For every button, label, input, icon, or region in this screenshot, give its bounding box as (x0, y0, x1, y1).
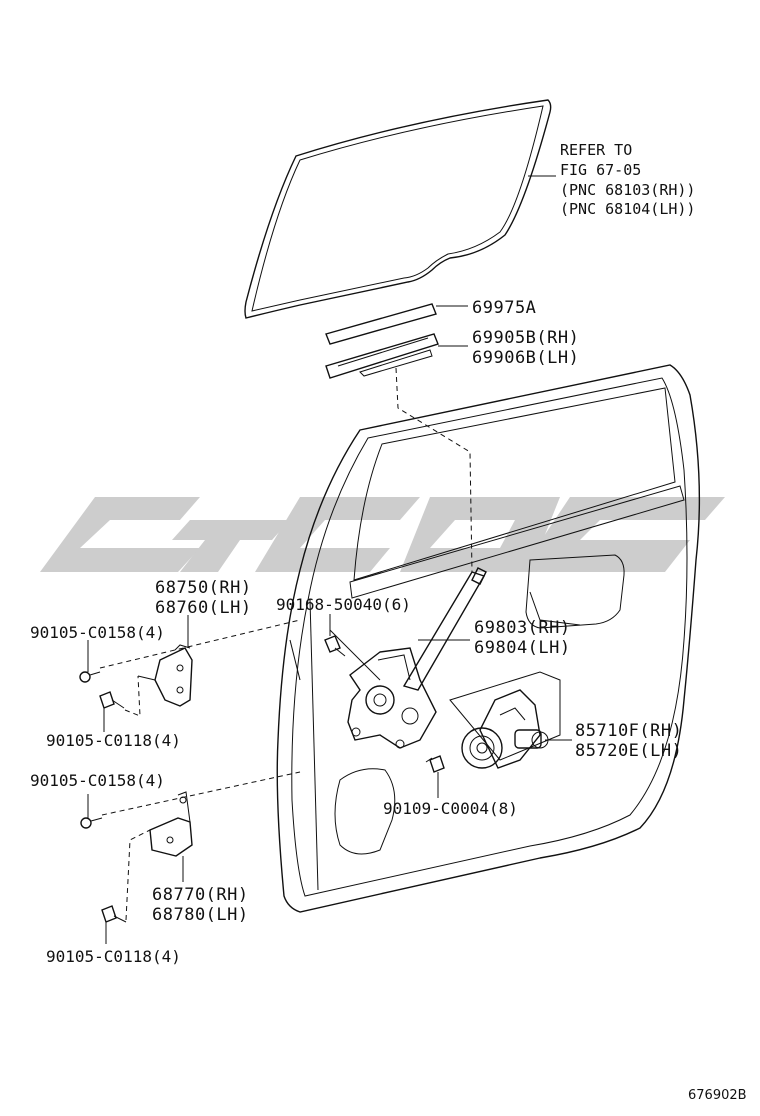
label-68750: 68750(RH) (155, 578, 252, 598)
bolt-lower-c0118 (101, 905, 127, 923)
run-channel-69905B (325, 333, 439, 379)
label-68780: 68780(LH) (152, 905, 249, 925)
figure-number: 676902B (688, 1088, 747, 1103)
leader-lines (87, 175, 581, 944)
label-90105-c0118-upper: 90105-C0118(4) (46, 731, 181, 750)
label-69804: 69804(LH) (474, 638, 571, 658)
label-69803: 69803(RH) (474, 618, 571, 638)
label-90168: 90168-50040(6) (276, 595, 411, 614)
guide-lower-hinge-2 (125, 829, 151, 921)
window-glass (244, 99, 552, 319)
refer-to-line4: (PNC 68104(LH)) (560, 200, 695, 218)
guide-lower-hinge (101, 771, 301, 816)
window-regulator (329, 567, 487, 749)
guide-upper-hinge (99, 619, 301, 669)
label-90105-c0158-lower: 90105-C0158(4) (30, 771, 165, 790)
upper-hinge (137, 644, 193, 707)
door-panel (276, 364, 701, 913)
bolt-90168-50040 (324, 635, 346, 657)
label-69905B: 69905B(RH) (472, 328, 579, 348)
regulator-motor (461, 689, 549, 769)
refer-to-line3: (PNC 68103(RH)) (560, 181, 695, 199)
label-68770: 68770(RH) (152, 885, 249, 905)
label-85720E: 85720E(LH) (575, 741, 682, 761)
lower-hinge (149, 791, 193, 857)
refer-to-line1: REFER TO (560, 141, 632, 159)
label-68760: 68760(LH) (155, 598, 252, 618)
label-69975A: 69975A (472, 298, 536, 318)
label-85710F: 85710F(RH) (575, 721, 682, 741)
bolt-90109-C0004 (425, 755, 445, 773)
bolt-lower-c0158 (80, 817, 103, 829)
refer-to-line2: FIG 67-05 (560, 161, 641, 179)
label-90105-c0158-upper: 90105-C0158(4) (30, 623, 165, 642)
label-90109: 90109-C0004(8) (383, 799, 518, 818)
guide-upper-hinge-2 (124, 675, 141, 717)
label-refer-to: REFER TO FIG 67-05 (PNC 68103(RH)) (PNC … (560, 141, 695, 218)
label-90105-c0118-lower: 90105-C0118(4) (46, 947, 181, 966)
run-channel-69975A (325, 303, 437, 345)
guide-line-glass (395, 367, 473, 573)
bolt-upper-c0158 (79, 671, 101, 683)
label-69906B: 69906B(LH) (472, 348, 579, 368)
bolt-upper-c0118 (99, 691, 125, 709)
watermark-logo (40, 497, 725, 572)
